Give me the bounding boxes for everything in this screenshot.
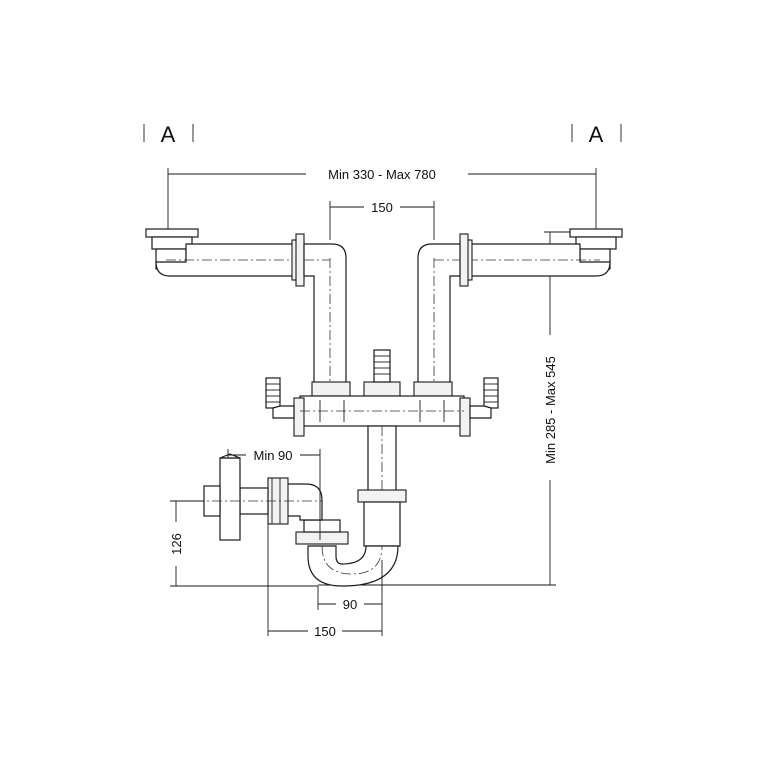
section-marker-left: A (143, 122, 194, 147)
left-riser (303, 243, 347, 385)
wall-min-dimension: Min 90 (227, 448, 321, 540)
trap-offset-dimension: 90 (317, 560, 383, 612)
central-downpipe (357, 425, 407, 560)
outlet-spacing-label: 150 (371, 200, 393, 215)
trap-bend (295, 519, 399, 587)
section-label-right: A (589, 122, 604, 147)
section-marker-right: A (571, 122, 622, 147)
right-riser (417, 243, 461, 385)
wall-min-label: Min 90 (253, 448, 292, 463)
wall-height-dimension: 126 (169, 500, 318, 587)
bottom-width-dimension: 150 (267, 524, 383, 639)
centre-hose-tail (373, 349, 391, 383)
overall-width-label: Min 330 - Max 780 (328, 167, 436, 182)
section-label-left: A (161, 122, 176, 147)
bottom-width-label: 150 (314, 624, 336, 639)
right-appliance-hose-tail (469, 377, 499, 419)
height-range-label: Min 285 - Max 545 (543, 356, 558, 464)
left-horizontal-arm (155, 233, 305, 287)
right-horizontal-arm (459, 233, 611, 287)
wall-outlet (176, 453, 323, 541)
overall-width-dimension: Min 330 - Max 780 (167, 167, 597, 232)
wall-height-label: 126 (169, 533, 184, 555)
trap-offset-label: 90 (343, 597, 357, 612)
central-manifold (293, 381, 471, 437)
left-appliance-hose-tail (265, 377, 295, 419)
outlet-spacing-dimension: 150 (329, 200, 435, 240)
